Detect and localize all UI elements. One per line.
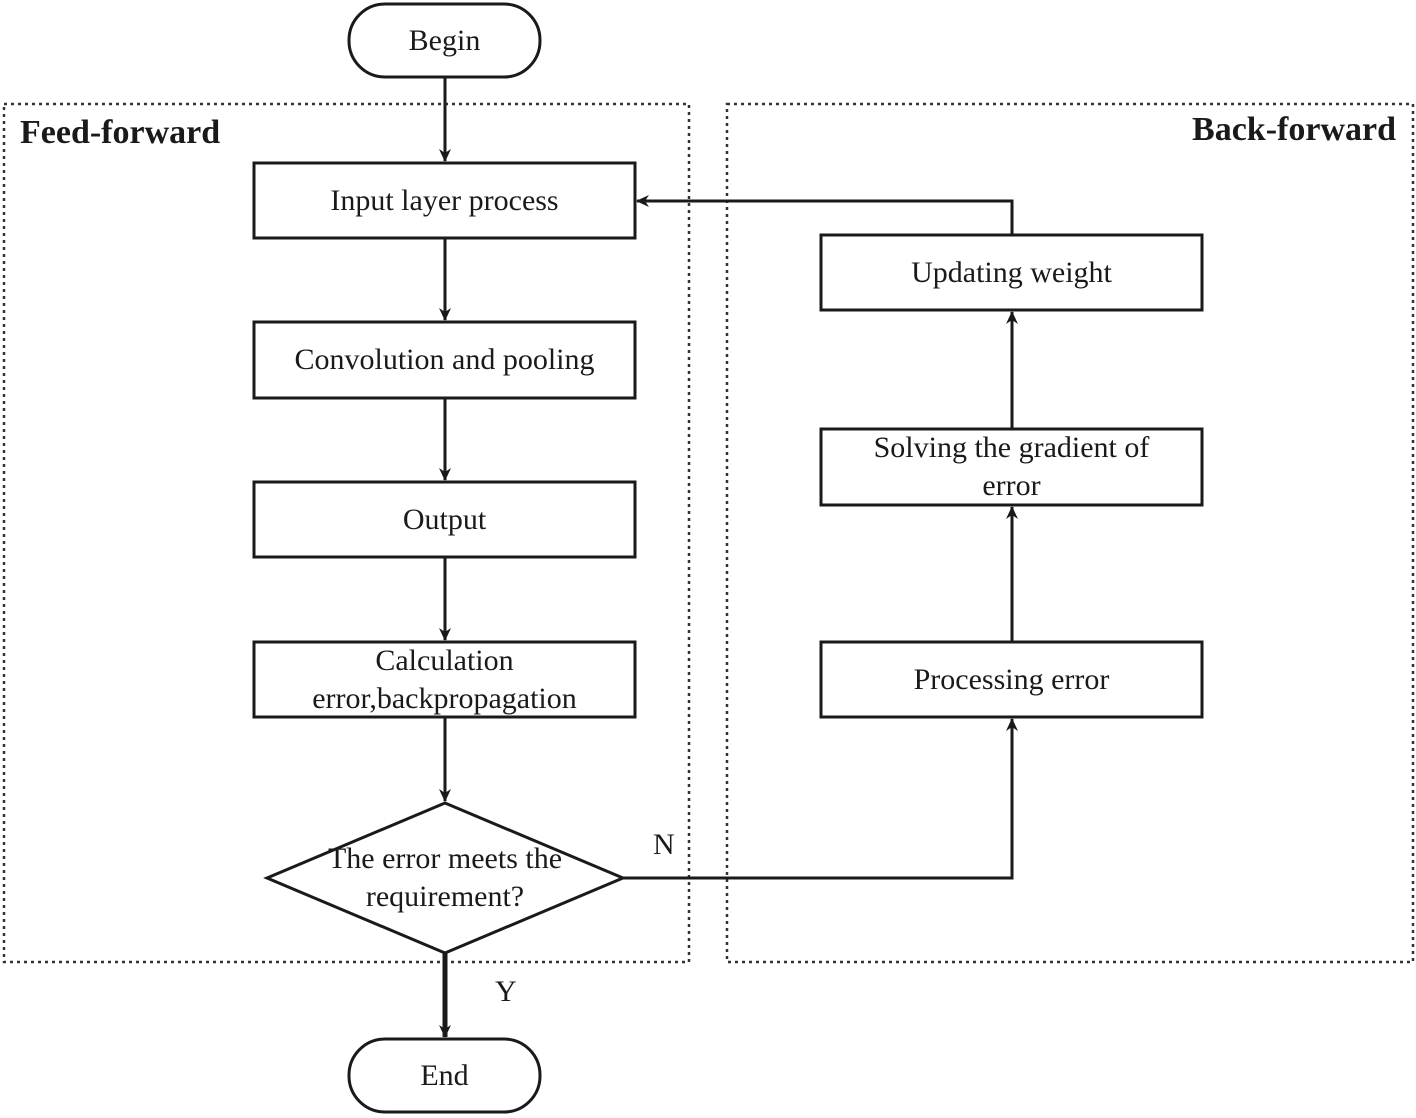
decision-label: The error meets the requirement? [327,842,563,913]
back-forward-title: Back-forward [1192,111,1396,148]
solving-gradient-label: Solving the gradient of error [873,431,1150,502]
end-terminal-shape [347,1037,542,1114]
arrow-decision-to-processing-error [623,718,1018,880]
end-label: End [420,1058,469,1092]
calculation-box [252,640,637,719]
edge-label-yes: Y [495,975,517,1008]
edge-label-no: N [653,828,675,861]
input-layer-box [252,161,637,240]
updating-weight-label: Updating weight [911,255,1112,289]
feed-forward-title: Feed-forward [20,114,221,151]
calculation-label: Calculation error,backpropagation [312,643,577,715]
feed-forward-group-border [2,102,691,964]
output-box [252,480,637,559]
convolution-box [252,320,637,400]
input-layer-label: Input layer process [330,183,559,217]
output-label: Output [402,502,487,536]
arrow-updating-to-input [636,195,1014,235]
processing-error-label: Processing error [913,662,1110,696]
convolution-label: Convolution and pooling [294,343,595,376]
processing-error-box [819,640,1204,719]
begin-label: Begin [408,23,481,57]
back-forward-group-border [725,102,1415,964]
